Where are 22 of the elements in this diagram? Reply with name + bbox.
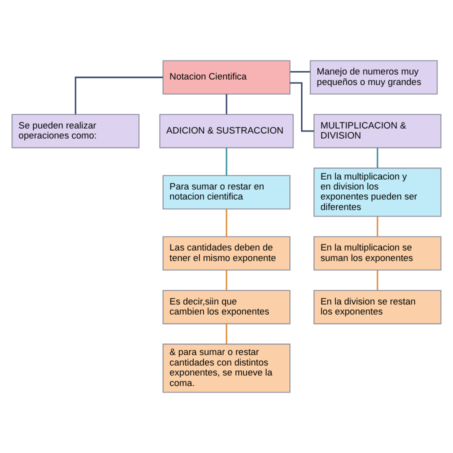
- node-box: En la multiplicacion y en division los exponentes pueden ser diferentes: [314, 168, 442, 217]
- connector: [226, 270, 228, 290]
- connector: [226, 208, 228, 237]
- connector: [226, 148, 228, 176]
- node-box: Es decir,siin que cambien los exponentes: [162, 290, 290, 324]
- node-box: Manejo de numeros muy pequeños o muy grandes: [310, 60, 438, 95]
- node-box: En la division se restan los exponentes: [314, 290, 442, 324]
- node-box: En la multiplicacion se suman los exponentes: [314, 236, 442, 270]
- node-box: Las cantidades deben de tener el mismo exponente: [162, 236, 290, 270]
- connector: [226, 324, 228, 344]
- node-box: Para sumar o restar en notacion cientifica: [162, 175, 290, 210]
- connector: [376, 270, 378, 290]
- connector: [290, 71, 310, 73]
- node-box: MULTIPLICACION & DIVISION: [314, 114, 442, 148]
- connector: [376, 216, 378, 236]
- node-box: Notacion Cientifica: [162, 60, 290, 95]
- connector: [74, 76, 163, 114]
- connector: [376, 148, 378, 168]
- node-box: & para sumar o restar cantidades con distintos exponentes, se mueve la coma.: [162, 344, 290, 393]
- node-box: Se pueden realizar operaciones como:: [12, 114, 140, 148]
- connector: [226, 94, 228, 114]
- node-box: ADICION & SUSTRACCION: [159, 114, 294, 148]
